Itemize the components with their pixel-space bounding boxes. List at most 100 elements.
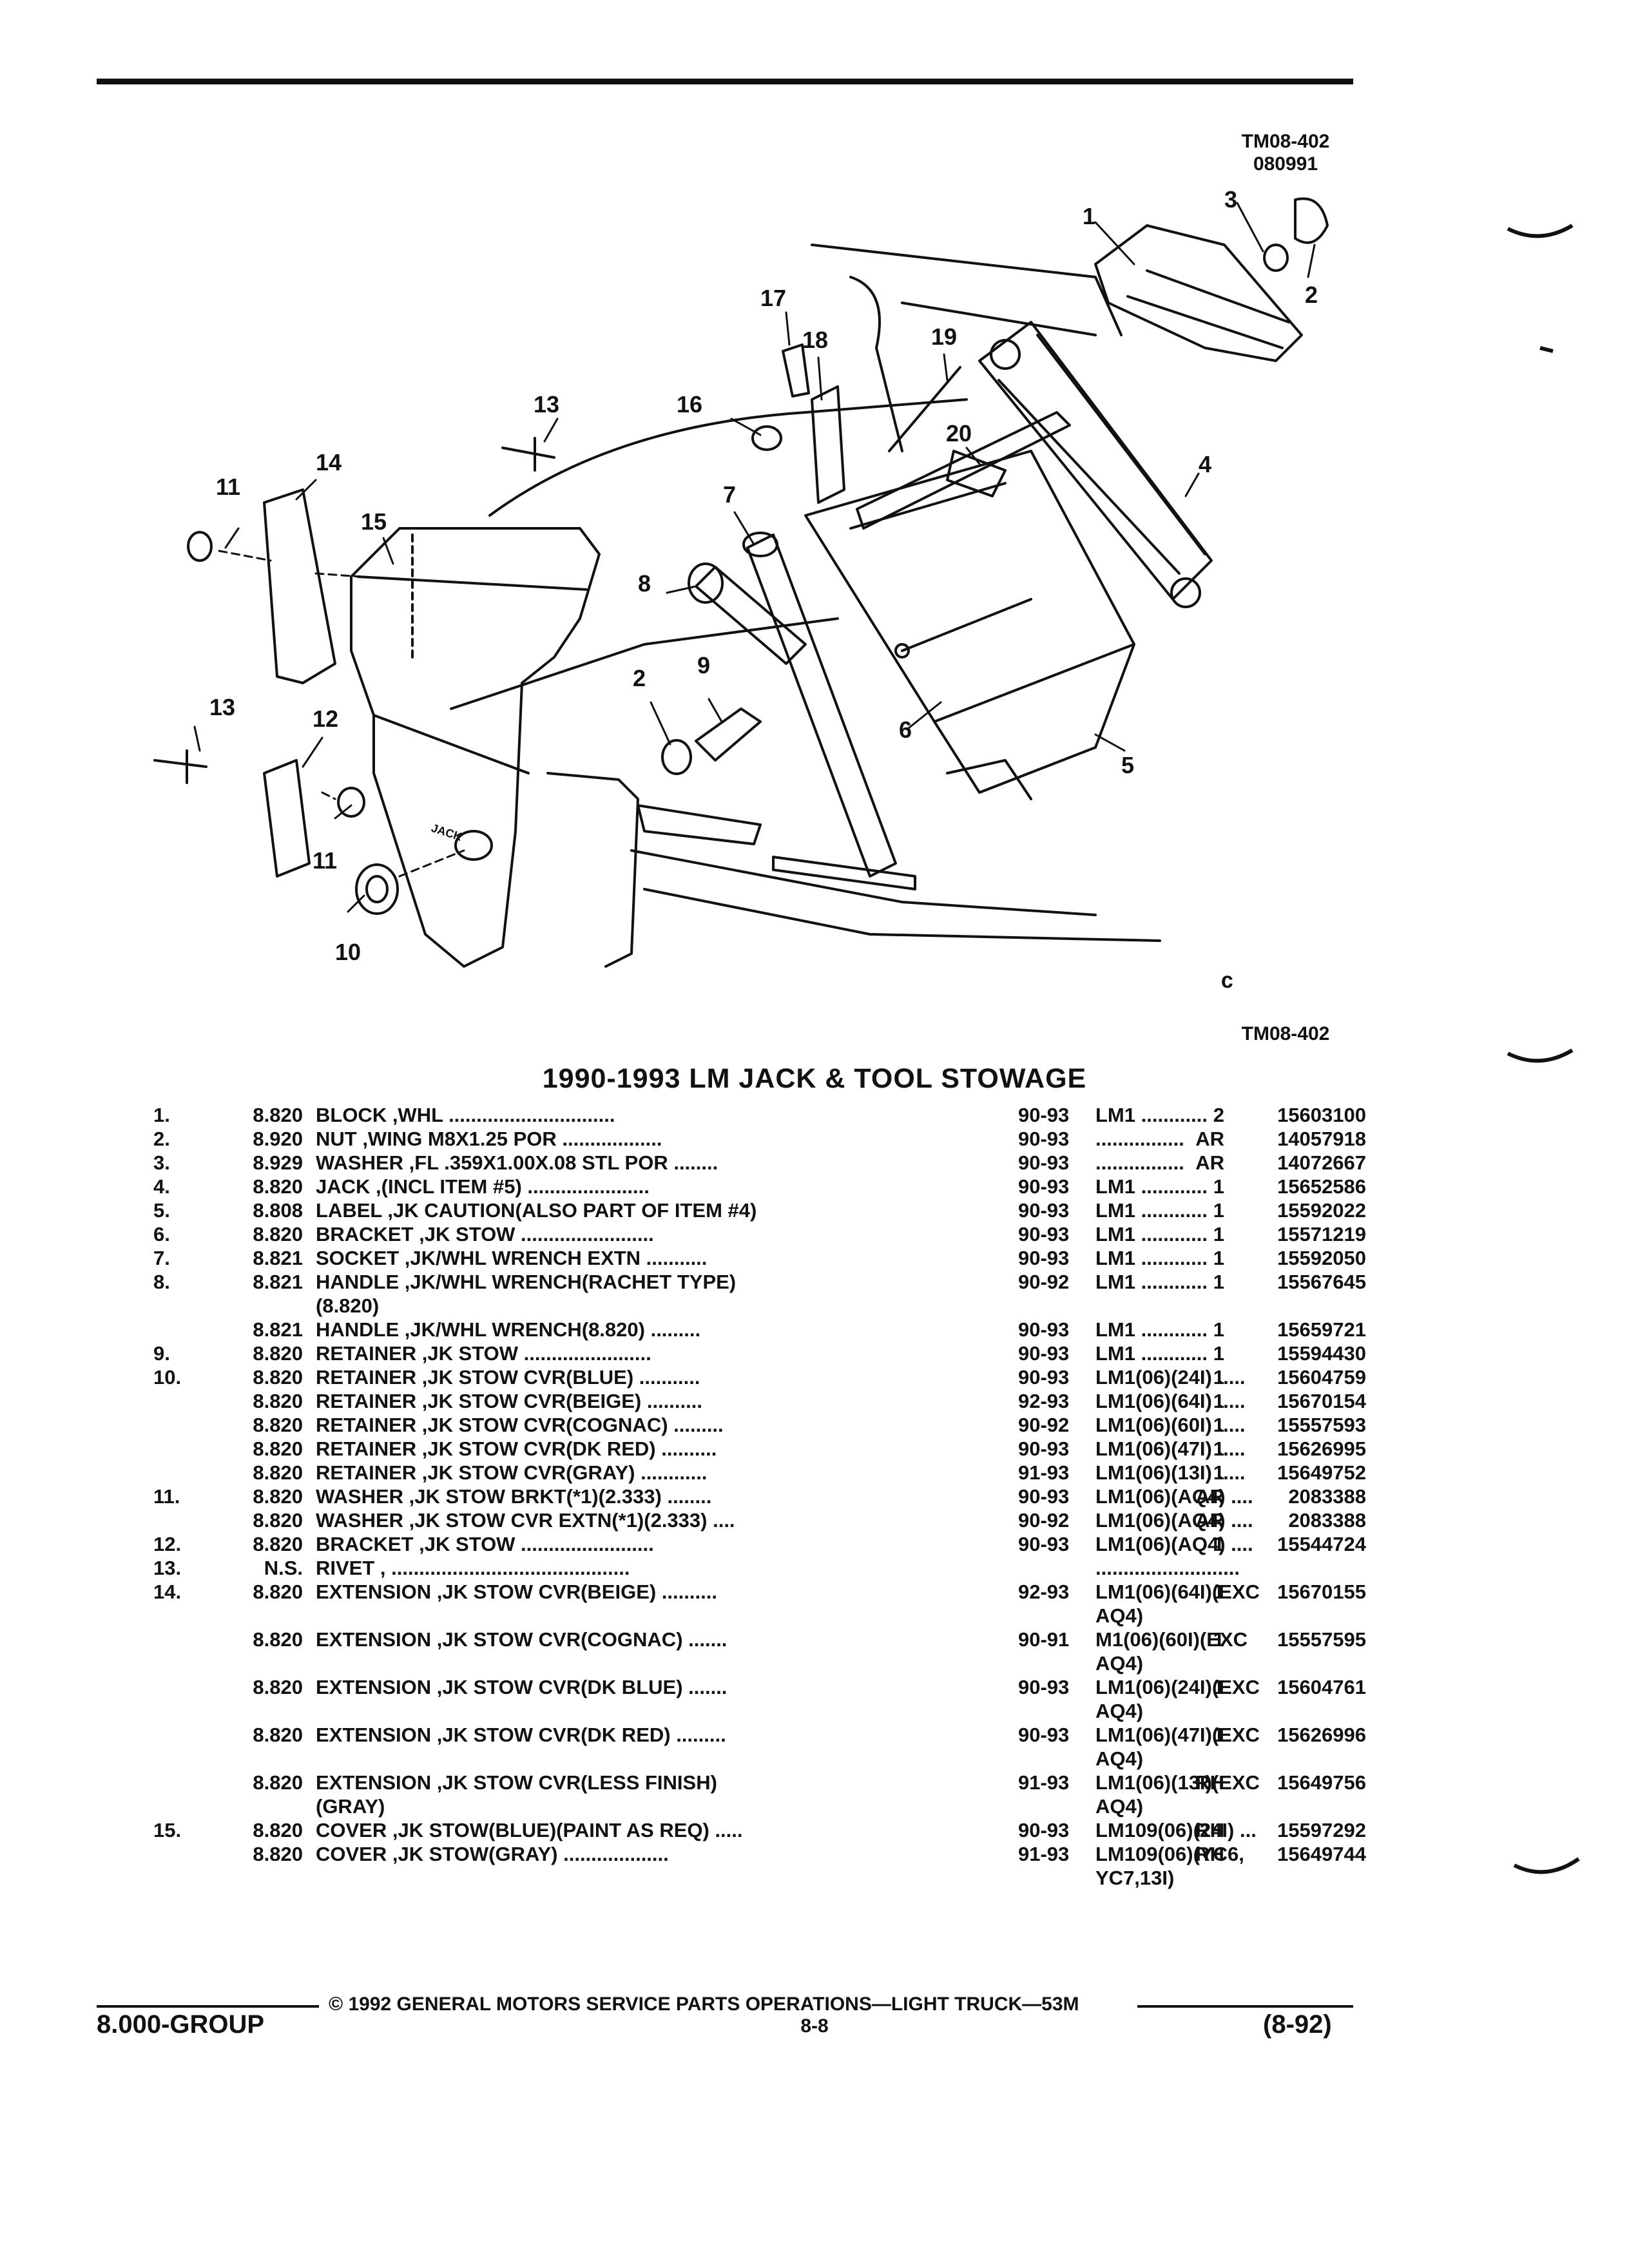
parts-cell-year: 90-93 [1018, 1485, 1070, 1508]
svg-text:14: 14 [316, 449, 342, 476]
parts-cell-pn: 15649756 [1277, 1771, 1366, 1794]
parts-cell-qty: 1 [1213, 1223, 1224, 1245]
jack-part-4 [978, 321, 1213, 601]
parts-cell-year: 90-93 [1018, 1533, 1070, 1555]
parts-cell-year: 90-92 [1018, 1271, 1070, 1293]
parts-cell-usage: ................ [1095, 1128, 1184, 1150]
parts-cell-group: 8.820 [253, 1843, 303, 1865]
parts-cell-usage: LM109(06)(24I) ... [1095, 1819, 1257, 1841]
svg-text:9: 9 [697, 652, 710, 678]
parts-cell-item: 15. [153, 1819, 182, 1841]
parts-cell-group: 8.820 [253, 1533, 303, 1555]
drawing-id-top: TM08-402 [1241, 131, 1330, 152]
parts-cell-year: 90-92 [1018, 1509, 1070, 1532]
svg-text:18: 18 [802, 327, 828, 353]
label-part-5 [933, 643, 1135, 794]
parts-cell-group: 8.820 [253, 1676, 303, 1698]
parts-cell-desc: RETAINER ,JK STOW CVR(DK RED) .......... [316, 1437, 717, 1460]
parts-cell-pn: 15557593 [1277, 1414, 1366, 1436]
parts-cell-year: 90-93 [1018, 1819, 1070, 1841]
extension-part-14 [263, 488, 336, 684]
parts-cell-year: 90-91 [1018, 1628, 1070, 1651]
parts-cell-desc: NUT ,WING M8X1.25 POR .................. [316, 1128, 662, 1150]
parts-cell-group: 8.920 [253, 1128, 303, 1150]
parts-cell-year: 90-93 [1018, 1366, 1070, 1389]
parts-cell-group: 8.820 [253, 1724, 303, 1746]
parts-cell-item: 13. [153, 1557, 182, 1579]
parts-cell-desc: EXTENSION ,JK STOW CVR(BEIGE) .......... [316, 1581, 717, 1603]
parts-cell-qty: 1 [1213, 1724, 1224, 1746]
parts-cell-desc: EXTENSION ,JK STOW CVR(COGNAC) ....... [316, 1628, 728, 1651]
parts-cell-desc: BRACKET ,JK STOW .......................… [316, 1223, 654, 1245]
parts-cell-item: 2. [153, 1128, 170, 1150]
svg-text:11: 11 [313, 847, 337, 874]
parts-cell-usage: .......................... [1095, 1557, 1240, 1579]
parts-cell-qty: 1 [1213, 1437, 1224, 1460]
parts-cell-group: 8.820 [253, 1414, 303, 1436]
parts-row: 2. 8.920 NUT ,WING M8X1.25 POR ...........… [142, 1127, 1366, 1151]
parts-cell-group: 8.820 [253, 1223, 303, 1245]
exploded-view-diagram: 1 3 2 4 5 6 7 8 9 2 10 11 11 12 13 13 14… [153, 186, 1329, 1003]
parts-cell-usage: LM1 ............ [1095, 1104, 1208, 1126]
svg-text:3: 3 [1224, 186, 1237, 213]
parts-cell-group: 8.820 [253, 1366, 303, 1389]
parts-cell-year: 90-93 [1018, 1318, 1070, 1341]
parts-cell-pn: 15670155 [1277, 1581, 1366, 1603]
parts-cell-qty: AR [1195, 1128, 1224, 1150]
parts-cell-pn: 15652586 [1277, 1175, 1366, 1198]
parts-cell-desc: COVER ,JK STOW(BLUE)(PAINT AS REQ) ..... [316, 1819, 743, 1841]
washer-part-3 [1263, 244, 1289, 272]
parts-cell-pn: 15557595 [1277, 1628, 1366, 1651]
parts-cell-desc: BLOCK ,WHL .............................… [316, 1104, 615, 1126]
parts-cell-usage: LM1(06)(24I)(EXC AQ4) [1095, 1676, 1260, 1722]
parts-cell-group: 8.808 [253, 1199, 303, 1222]
washer-part-11-lower [337, 787, 365, 818]
parts-cell-group: 8.820 [253, 1342, 303, 1365]
parts-cell-usage: LM1 ............ [1095, 1342, 1208, 1365]
washer-part-11-upper [187, 531, 213, 562]
svg-text:11: 11 [216, 474, 240, 500]
parts-cell-pn: 14057918 [1277, 1128, 1366, 1150]
svg-text:12: 12 [313, 706, 338, 732]
retainer-part-10 [355, 863, 399, 915]
svg-text:16: 16 [677, 391, 702, 418]
parts-cell-pn: 15592050 [1277, 1247, 1366, 1269]
parts-cell-desc: BRACKET ,JK STOW .......................… [316, 1533, 654, 1555]
parts-cell-pn: 14072667 [1277, 1151, 1366, 1174]
parts-cell-qty: 1 [1213, 1581, 1224, 1603]
parts-cell-year: 90-92 [1018, 1414, 1070, 1436]
rod-part-19 [888, 366, 961, 452]
parts-cell-qty: 1 [1213, 1342, 1224, 1365]
parts-cell-qty: 1 [1213, 1175, 1224, 1198]
parts-cell-year: 90-93 [1018, 1223, 1070, 1245]
rivet-part-13-lower [153, 749, 207, 784]
rivet-part-13-upper [501, 437, 555, 472]
parts-cell-group: 8.820 [253, 1104, 303, 1126]
parts-cell-year: 90-93 [1018, 1128, 1070, 1150]
parts-cell-desc: EXTENSION ,JK STOW CVR(DK RED) ......... [316, 1724, 726, 1746]
parts-cell-usage: ................ [1095, 1151, 1184, 1174]
retainer-part-9 [695, 707, 762, 762]
parts-cell-qty: 1 [1213, 1271, 1224, 1293]
parts-cell-qty: 2 [1213, 1104, 1224, 1126]
parts-cell-group: 8.820 [253, 1581, 303, 1603]
parts-cell-qty: 1 [1213, 1628, 1224, 1651]
parts-cell-desc: RETAINER ,JK STOW CVR(BEIGE) .......... [316, 1390, 702, 1412]
stow-cover-part-15 [350, 527, 601, 968]
drawing-date: 080991 [1253, 153, 1318, 175]
parts-cell-qty: RH [1195, 1843, 1224, 1865]
parts-cell-group: 8.820 [253, 1175, 303, 1198]
bracket-part-12 [263, 759, 311, 878]
svg-text:13: 13 [534, 391, 559, 418]
page-edge-marks [1507, 224, 1580, 1874]
